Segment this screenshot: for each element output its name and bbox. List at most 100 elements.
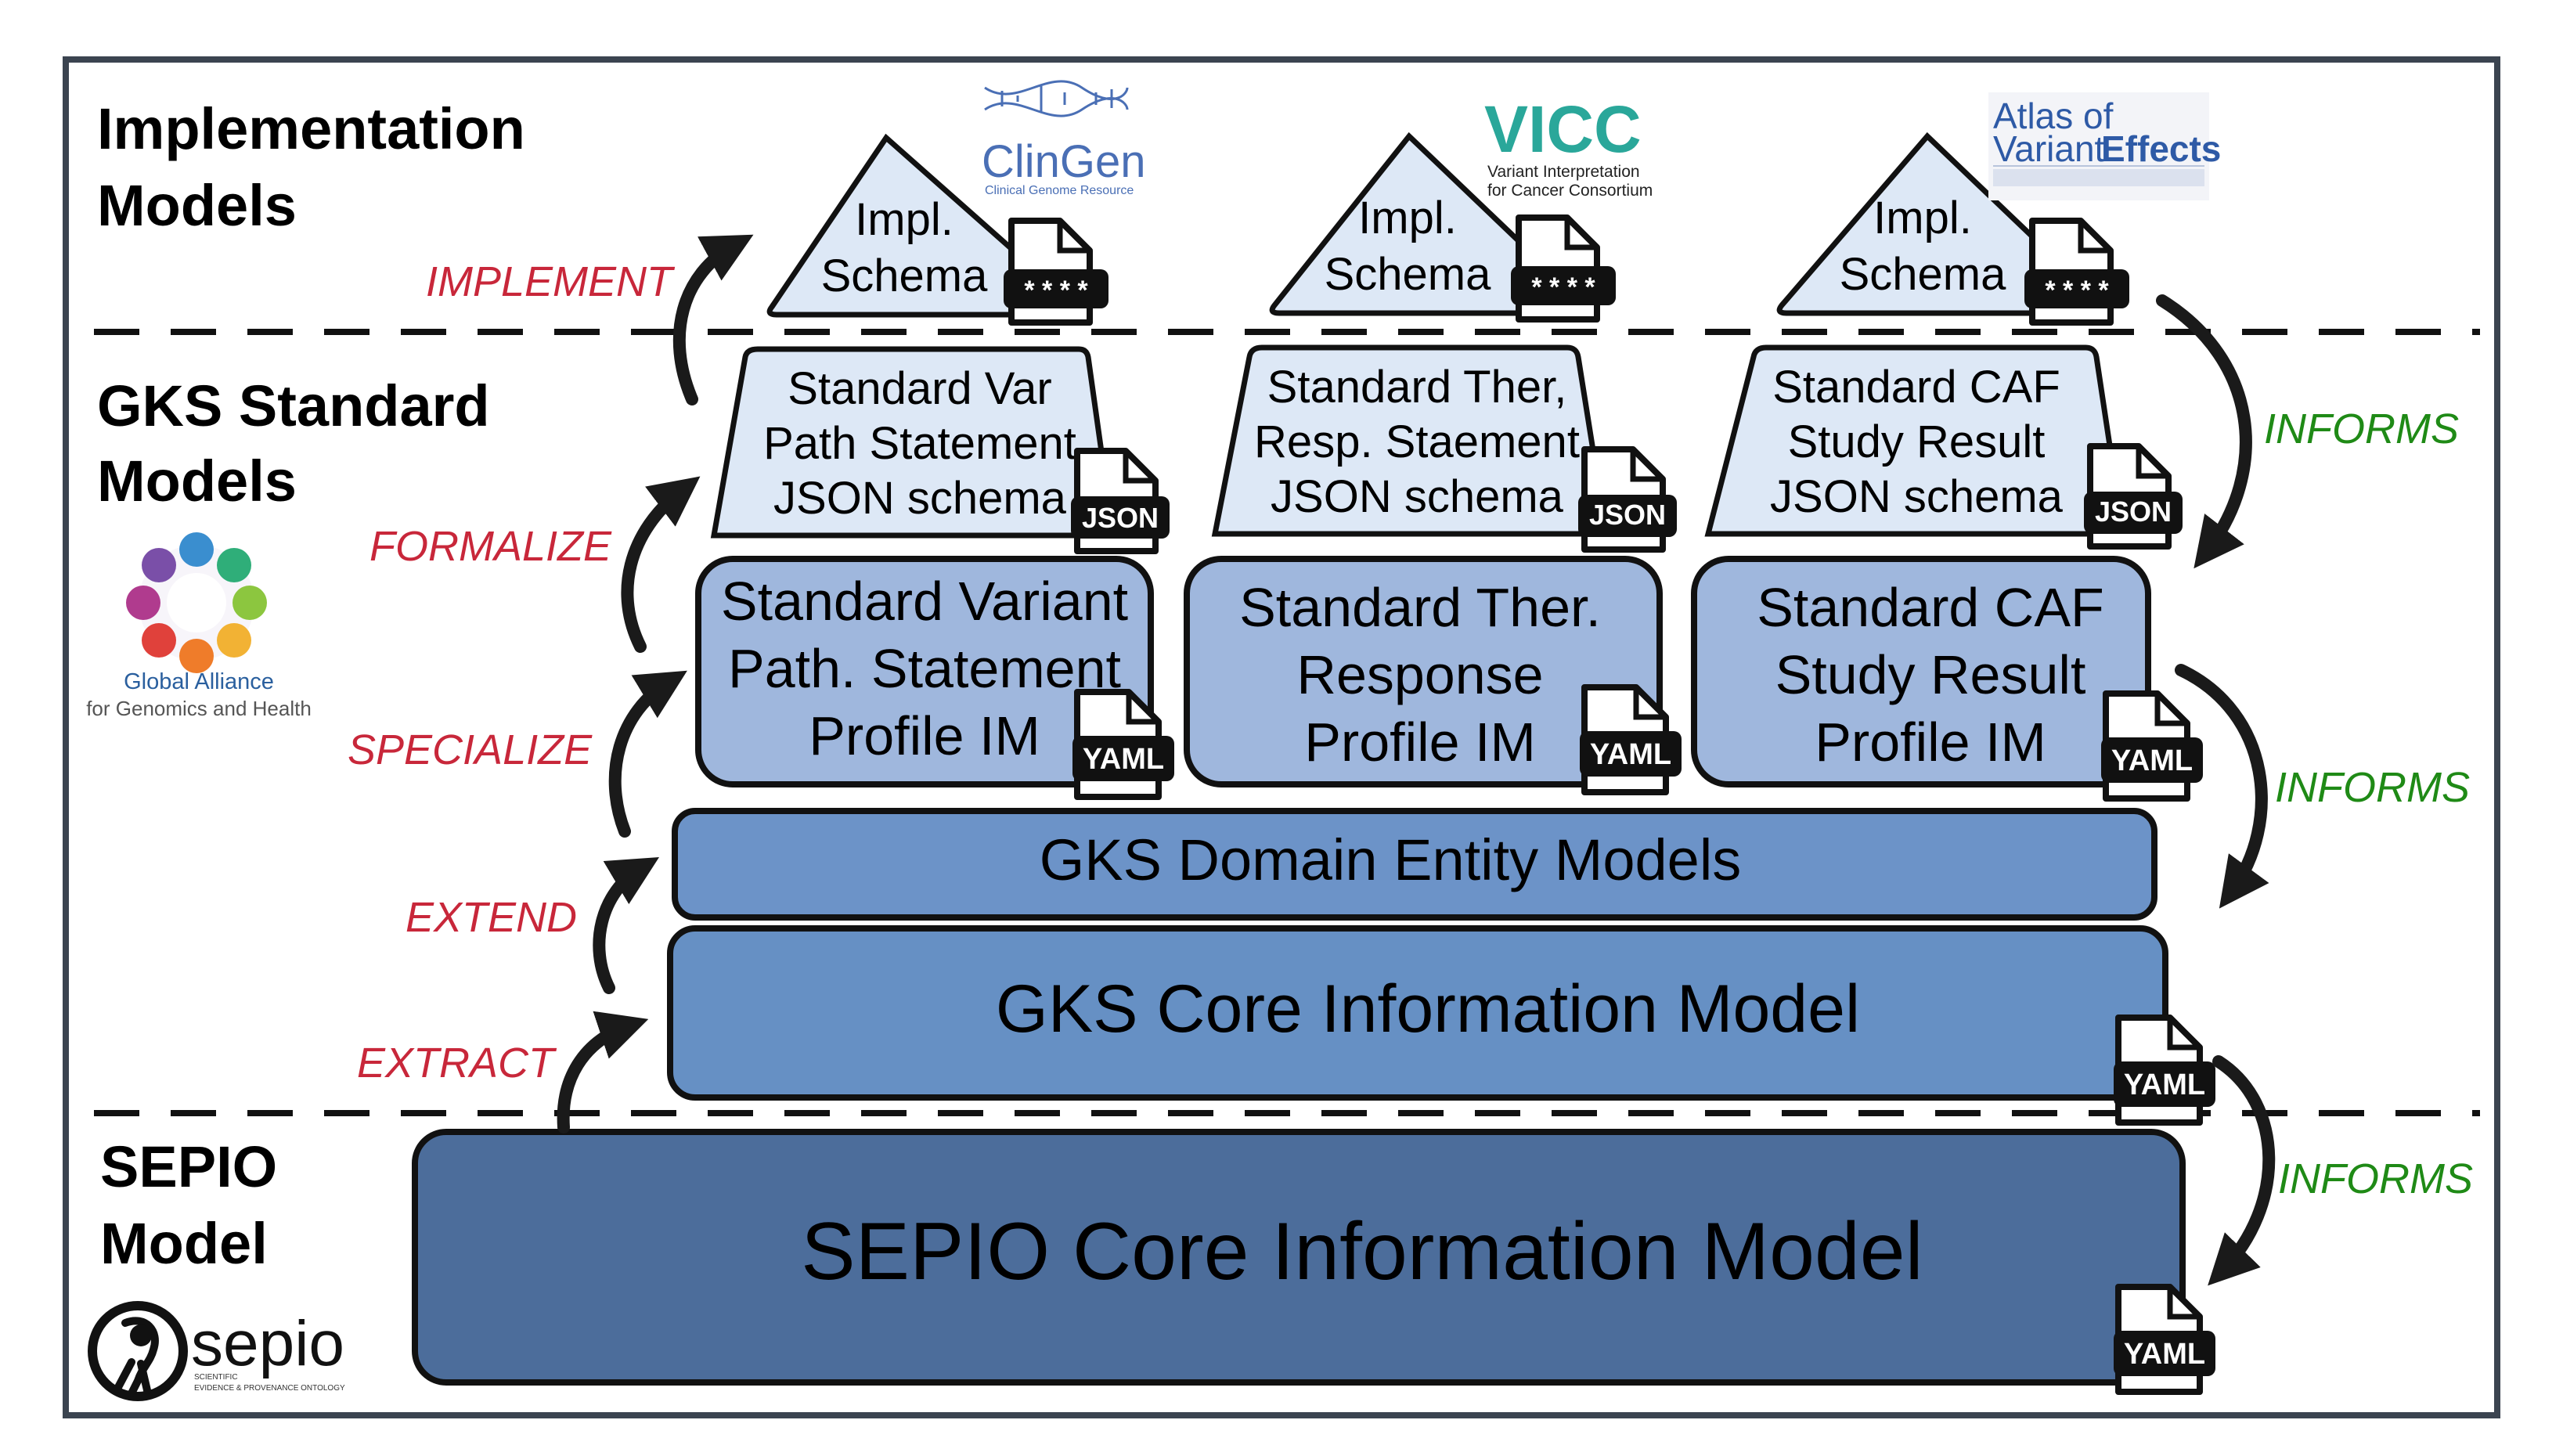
impl-schema-3-line1: Impl. [1873,193,1972,243]
sepio-core-label: SEPIO Core Information Model [801,1206,1923,1297]
arrow-extract-icon [557,1011,649,1133]
sepio-core-box [412,1129,2186,1386]
sepio-squid-icon [114,1317,159,1397]
profile-im-1-box [695,556,1154,787]
arrow-implement-icon [672,234,754,405]
json-file-icon-2: JSON [1578,446,1677,553]
json-schema-3-line3: JSON schema [1770,471,2064,522]
atlas-line1: Atlas of [1993,96,2114,136]
atlas-line2b: Effects [2101,128,2221,169]
yaml-file-core-badge: YAML [2124,1069,2205,1101]
section-impl-line1: Implementation [97,96,525,161]
impl-schema-3-line2: Schema [1840,249,2007,300]
impl-file-3-stars: * * * * [2045,276,2109,305]
profile-im-2-box [1184,556,1663,787]
json-schema-3-line1: Standard CAF [1772,362,2060,413]
json-schema-2: Standard Ther, Resp. Staement JSON schem… [1211,344,1610,537]
impl-file-icon-3: * * * * [2024,218,2129,326]
impl-schema-1: Impl. Schema [766,133,1083,318]
vicc-logo: VICC Variant Interpretation for Cancer C… [1484,92,1653,200]
impl-schema-2-line1: Impl. [1358,193,1457,243]
arrow-formalize-icon [621,476,701,653]
clingen-name: ClinGen [982,136,1146,187]
sepio-logo: sepio SCIENTIFIC EVIDENCE & PROVENANCE O… [88,1301,345,1401]
vicc-sub2: for Cancer Consortium [1487,182,1653,200]
profile-im-3: Standard CAF Study Result Profile IM [1691,556,2151,787]
json-schema-1-line2: Path Statement [763,418,1076,469]
clingen-logo: ClinGen Clinical Genome Resource [982,80,1146,197]
json-file-1-badge: JSON [1082,502,1159,534]
verb-informs-3: INFORMS [2278,1155,2473,1202]
verb-extract: EXTRACT [357,1040,557,1087]
profile-im-3-line1: Standard CAF [1757,577,2104,638]
sepio-sub2: EVIDENCE & PROVENANCE ONTOLOGY [194,1384,345,1393]
sepio-sub1: SCIENTIFIC [194,1373,238,1382]
yaml-file-icon-profile-2: YAML [1580,684,1682,795]
gks-core-label: GKS Core Information Model [996,971,1860,1047]
json-file-3-badge: JSON [2095,496,2172,528]
impl-file-1-stars: * * * * [1024,276,1088,305]
gks-core-box [667,925,2168,1101]
profile-im-1-line1: Standard Variant [721,571,1128,632]
yaml-file-profile-2-badge: YAML [1590,738,1671,771]
profile-im-1-line3: Profile IM [809,705,1040,766]
verb-specialize: SPECIALIZE [348,726,593,773]
profile-im-2-line2: Response [1296,644,1543,705]
vicc-sub1: Variant Interpretation [1487,163,1640,181]
section-impl-line2: Models [97,173,297,238]
sepio-mark-icon [88,1301,188,1401]
json-schema-1-line1: Standard Var [788,363,1051,414]
ga4gh-sub: for Genomics and Health [86,697,312,720]
yaml-file-icon-profile-1: YAML [1072,689,1174,800]
arrow-informs-3-icon [2208,1055,2276,1286]
domain-entity-label: GKS Domain Entity Models [1040,827,1742,892]
json-file-icon-1: JSON [1071,448,1170,554]
verb-implement: IMPLEMENT [426,258,676,305]
ga4gh-name: Global Alliance [124,669,274,694]
verb-extend: EXTEND [406,894,577,941]
impl-schema-3: Impl. Schema [1776,132,2110,316]
impl-schema-1-line2: Schema [821,250,989,301]
json-schema-2-line3: JSON schema [1271,471,1564,522]
impl-schema-1-line1: Impl. [855,194,953,245]
arrow-informs-2-icon [2175,664,2269,909]
atlas-logo: Atlas of Variant Effects [1988,92,2221,200]
ga4gh-logo: Global Alliance for Genomics and Health [86,532,312,720]
arrow-specialize-icon [608,670,687,838]
yaml-file-icon-sepio: YAML [2114,1284,2215,1395]
section-sepio-line1: SEPIO [100,1134,277,1199]
profile-im-3-box [1691,556,2151,787]
atlas-line2a: Variant [1993,128,2105,169]
vicc-name: VICC [1484,92,1642,166]
json-schema-3-line2: Study Result [1788,416,2046,467]
impl-file-icon-1: * * * * [1004,218,1108,326]
profile-im-2: Standard Ther. Response Profile IM [1184,556,1663,787]
yaml-file-icon-core: YAML [2114,1015,2215,1126]
verb-informs-1: INFORMS [2264,405,2459,452]
section-gks-line1: GKS Standard [97,373,490,438]
ga4gh-ring-icon [126,532,267,673]
profile-im-3-line3: Profile IM [1815,712,2046,773]
section-sepio-line2: Model [100,1211,268,1276]
profile-im-1: Standard Variant Path. Statement Profile… [695,556,1154,787]
profile-im-3-line2: Study Result [1775,644,2086,705]
clingen-helix-icon [984,80,1129,117]
section-gks-line2: Models [97,449,297,514]
json-file-icon-3: JSON [2084,443,2183,550]
profile-im-2-line1: Standard Ther. [1239,577,1601,638]
json-schema-2-line1: Standard Ther, [1267,362,1567,413]
arrow-informs-1-icon [2156,294,2252,569]
domain-entity-box [672,808,2157,921]
yaml-file-sepio-badge: YAML [2124,1338,2205,1371]
clingen-sub: Clinical Genome Resource [985,184,1134,197]
sepio-name: sepio [191,1308,344,1379]
json-file-2-badge: JSON [1589,499,1666,531]
json-schema-2-line2: Resp. Staement [1254,416,1580,467]
yaml-file-icon-profile-3: YAML [2101,690,2203,802]
atlas-reflection [1993,169,2204,186]
impl-file-icon-2: * * * * [1511,214,1616,323]
json-schema-1-line3: JSON schema [773,473,1067,524]
impl-schema-2-line2: Schema [1325,249,1492,300]
json-schema-3: Standard CAF Study Result JSON schema [1704,344,2127,537]
